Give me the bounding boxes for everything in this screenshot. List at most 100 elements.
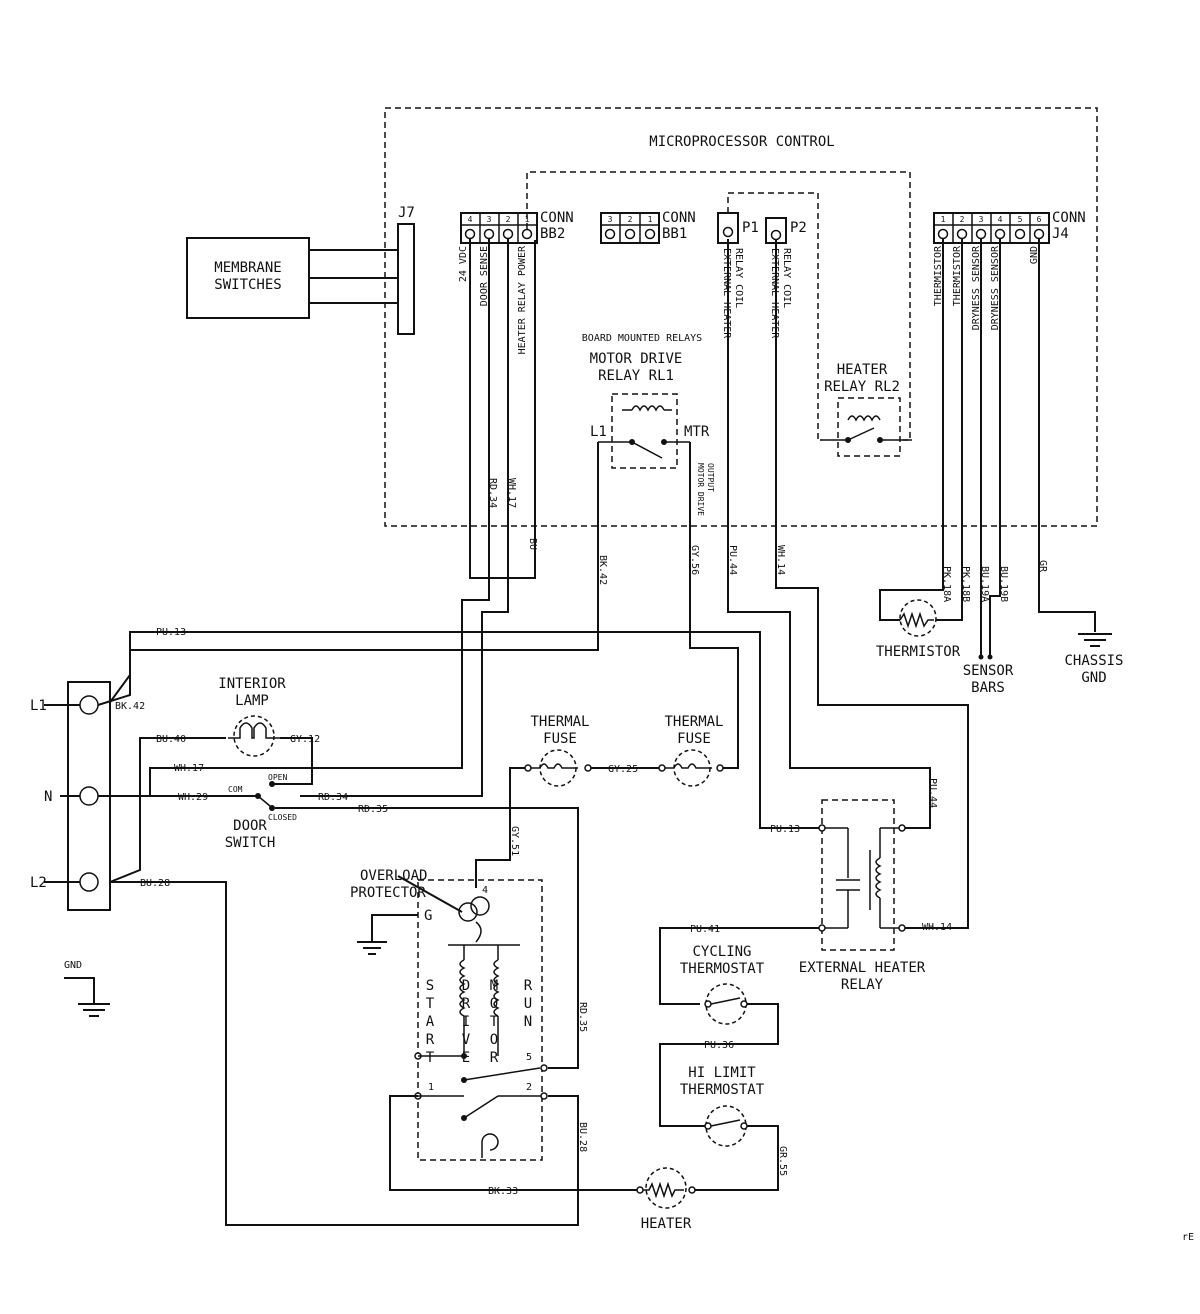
motor-ground-wire [371,914,418,942]
motor-pin-4: 4 [482,885,488,896]
j4-signal-1: THERMISTOR [933,245,944,306]
conn-bb1-label-2: BB1 [662,226,687,242]
wire-label-gy12: GY.12 [290,734,320,745]
p2-label: P2 [790,220,807,236]
wire-pu41 [659,927,819,1005]
svg-text:5: 5 [1018,215,1023,224]
wire-pk18a [879,239,944,621]
cycling-label-1: CYCLING [692,944,751,960]
wire-label-gr: GR [1037,560,1048,573]
j4-signal-gnd: GND [1029,246,1040,264]
gnd-label: GND [64,960,82,971]
terminal-l1-label: L1 [30,698,47,714]
j4-signal-4: DRYNESS SENSOR [990,245,1001,330]
wire-label-pu36: PU.36 [704,1040,734,1051]
heater-relay-label-1: HEATER [837,362,888,378]
wire-label-rd35: RD.35 [358,804,388,815]
motor-drive-output-1: MOTOR DRIVE [696,463,705,516]
wire-label-wh29: WH.29 [178,792,208,803]
wire-gy51 [475,767,525,888]
wire-label-bk33: BK.33 [488,1186,518,1197]
conn-j4: 1 2 3 4 5 6 [933,212,1050,244]
conn-bb1: 3 2 1 [600,212,660,244]
motor-relay-label-2: RELAY RL1 [598,368,674,384]
wire-gy12 [272,737,313,785]
wire-label-bu28: BU.28 [140,878,170,889]
sensor-bars-label-1: SENSOR [963,663,1014,679]
j4-signal-3: DRYNESS SENSOR [971,245,982,330]
svg-text:6: 6 [1037,215,1042,224]
terminal-l1 [79,695,99,715]
door-open-label: OPEN [268,773,287,782]
external-relay-label-2: RELAY [841,977,884,993]
wire-label-pu41: PU.41 [690,924,720,935]
svg-text:1: 1 [648,215,653,224]
thermal-fuse-1-label-2: FUSE [543,731,577,747]
p1-signal-2: RELAY COIL [733,248,744,308]
wire-gr55 [694,1125,779,1191]
wire-wh14 [775,239,969,929]
external-heater-relay-boundary [821,799,895,951]
door-closed-label: CLOSED [268,813,297,822]
wire-label-pu13: PU.13 [156,627,186,638]
wire-label-bk42b: BK.42 [115,701,145,712]
wire-label-gr55: GR.55 [777,1146,788,1176]
control-title: MICROPROCESSOR CONTROL [649,134,834,150]
wire-label-wh14: WH.14 [775,545,786,575]
motor-ground-icon [357,941,387,955]
svg-text:1: 1 [525,215,530,224]
interior-lamp-label-1: INTERIOR [218,676,286,692]
overload-pointer [397,875,463,913]
heater-relay-power-trace [526,171,911,441]
bb2-signal-24vdc: 24 VDC [458,246,469,282]
external-heater-relay-symbol [818,824,906,932]
svg-text:3: 3 [979,215,984,224]
thermal-fuse-2-label-2: FUSE [677,731,711,747]
thermistor-symbol [899,599,937,637]
wire-label-bu40: BU.40 [156,734,186,745]
wire-label-rd34: RD.34 [487,478,498,508]
wire-label-gy56: GY.56 [689,545,700,575]
chassis-ground-icon [1078,633,1112,647]
motor-drive-label: DRIVE [458,978,474,1068]
thermal-fuse-2-label-1: THERMAL [664,714,723,730]
wire-pu13 [97,631,822,829]
terminal-l2-label: L2 [30,875,47,891]
wire-gr [1038,239,1096,632]
wire-label-gy25: GY.25 [608,764,638,775]
wire-label-bk42: BK.42 [597,555,608,585]
wire-rd35 [275,807,579,1069]
motor-motor-label: MOTOR [486,978,502,1068]
wire-label-bu28b: BU.28 [577,1122,588,1152]
relay-mtr-label: MTR [684,424,710,440]
wire-label-pk18a: PK.18A [941,566,952,602]
chassis-gnd-label-2: GND [1081,670,1106,686]
bb2-signal-heater-relay-power: HEATER RELAY POWER [517,245,528,354]
board-relays-label: BOARD MOUNTED RELAYS [582,333,702,344]
wire-pu44 [727,239,931,829]
ground-icon [78,1003,110,1017]
motor-centrifugal-switch [414,1052,548,1158]
svg-text:4: 4 [468,215,473,224]
wire-wh17 [149,239,490,796]
overload-label-2: PROTECTOR [350,885,426,901]
wire-label-pk18b: PK.18B [960,566,971,602]
motor-pin-5: 5 [526,1052,532,1063]
thermal-fuse-1 [524,749,592,787]
corner-mark: rE [1182,1232,1194,1243]
bb2-signal-door-sense: DOOR SENSE [479,246,490,306]
svg-text:2: 2 [960,215,965,224]
p1-label: P1 [742,220,759,236]
j7-label: J7 [398,205,415,221]
j7-connector [397,223,415,335]
motor-drive-relay-rl1 [598,393,690,469]
interior-lamp-label-2: LAMP [235,693,269,709]
conn-j4-label-2: J4 [1052,226,1069,242]
membrane-switches-box [186,237,310,319]
membrane-label-1: MEMBRANE [214,260,281,276]
cycling-thermostat-symbol [704,983,748,1025]
motor-boundary [417,879,543,1161]
heater-symbol [636,1167,696,1209]
thermal-fuse-1-label-1: THERMAL [530,714,589,730]
